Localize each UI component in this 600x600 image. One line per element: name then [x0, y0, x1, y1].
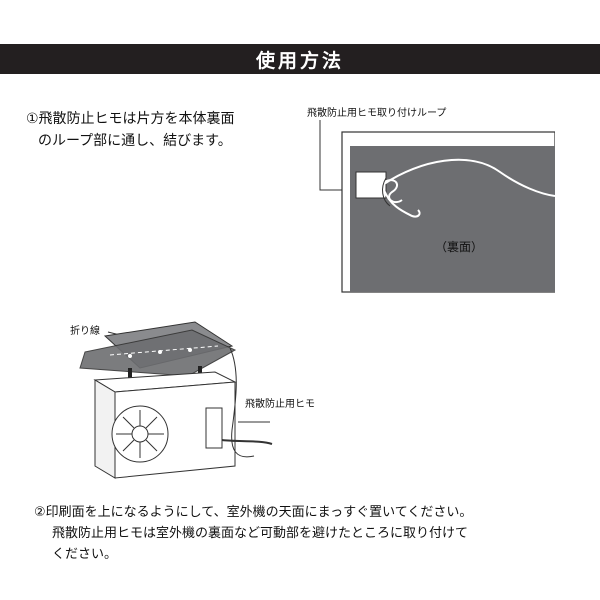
fold-line-label: 折り線: [70, 326, 100, 337]
cover-back-panel: [350, 146, 555, 292]
knot-outline: [382, 177, 391, 207]
step2-line3: ください。: [52, 547, 118, 562]
step1-line2: のループ部に通し、結びます。: [38, 133, 232, 149]
mark-dot: [158, 350, 162, 354]
back-side-illustration: [319, 120, 555, 293]
cord: [229, 347, 255, 458]
mark-dot: [188, 348, 192, 352]
loop-tab: [355, 171, 387, 199]
outdoor-unit-illustration: [79, 321, 273, 479]
step2-line2: 飛散防止用ヒモは室外機の裏面など可動部を避けたところに取り付けて: [52, 526, 469, 541]
section-title: 使用方法: [255, 49, 344, 72]
step1-line1: ①飛散防止ヒモは片方を本体裏面: [26, 111, 235, 127]
knot: [383, 179, 403, 204]
cover-sheet-front: [79, 329, 237, 377]
section-header: 使用方法: [0, 44, 600, 74]
cord-label: 飛散防止用ヒモ: [245, 399, 315, 410]
step2-line1: ②印刷面を上になるようにして、室外機の天面にまっすぐ置いてください。: [34, 505, 473, 520]
cord: [383, 158, 555, 197]
pipe: [221, 439, 273, 445]
step2-instructions: ②印刷面を上になるようにして、室外機の天面にまっすぐ置いてください。 飛散防止用…: [34, 502, 594, 565]
mark-dot: [128, 354, 132, 358]
back-side-label: （裏面）: [435, 240, 484, 254]
step1-instructions: ①飛散防止ヒモは片方を本体裏面 のループ部に通し、結びます。: [26, 108, 286, 152]
valve-cover: [205, 407, 223, 449]
loop-label: 飛散防止用ヒモ取り付けループ: [307, 108, 447, 119]
